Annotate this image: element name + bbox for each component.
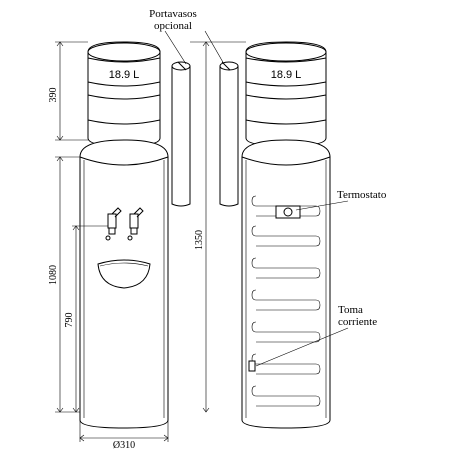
dim-body-height: 1080 xyxy=(48,265,59,285)
dim-bottle-height: 390 xyxy=(48,88,59,103)
cup-holder-leader-left xyxy=(164,30,187,65)
side-condenser-coils xyxy=(251,195,321,407)
side-body xyxy=(241,156,331,429)
front-taps xyxy=(105,207,144,241)
dim-total-height: 1350 xyxy=(194,230,205,250)
socket-label: Toma xyxy=(338,304,363,316)
side-bottle-volume: 18.9 L xyxy=(271,69,302,81)
front-bottle: 18.9 L xyxy=(87,41,161,147)
thermostat-label: Termostato xyxy=(337,189,387,201)
front-drip-tray xyxy=(97,259,151,289)
thermostat-knob xyxy=(275,205,301,219)
cup-holder-left xyxy=(171,61,191,207)
dim-tap-height: 790 xyxy=(64,313,75,328)
dim-diameter: Ø310 xyxy=(113,440,135,451)
socket-label-2: corriente xyxy=(338,316,377,328)
cup-holder-label-2: opcional xyxy=(154,20,192,32)
cup-holder-right xyxy=(219,61,239,207)
cup-holder-label: Portavasos xyxy=(149,8,197,20)
front-bottle-volume: 18.9 L xyxy=(109,69,140,81)
dimension-lines: 390 1080 790 1350 Ø310 xyxy=(48,41,246,451)
socket-leader xyxy=(255,327,349,367)
cup-holder-leader-right xyxy=(204,30,225,65)
side-view-cooler: 18.9 L xyxy=(241,41,331,429)
cup-holders: Portavasos opcional xyxy=(149,8,239,207)
front-body xyxy=(79,156,169,429)
front-view-cooler: 18.9 L xyxy=(79,41,169,429)
power-socket xyxy=(248,360,256,372)
thermostat-leader xyxy=(295,200,349,211)
side-bottle: 18.9 L xyxy=(245,41,327,147)
